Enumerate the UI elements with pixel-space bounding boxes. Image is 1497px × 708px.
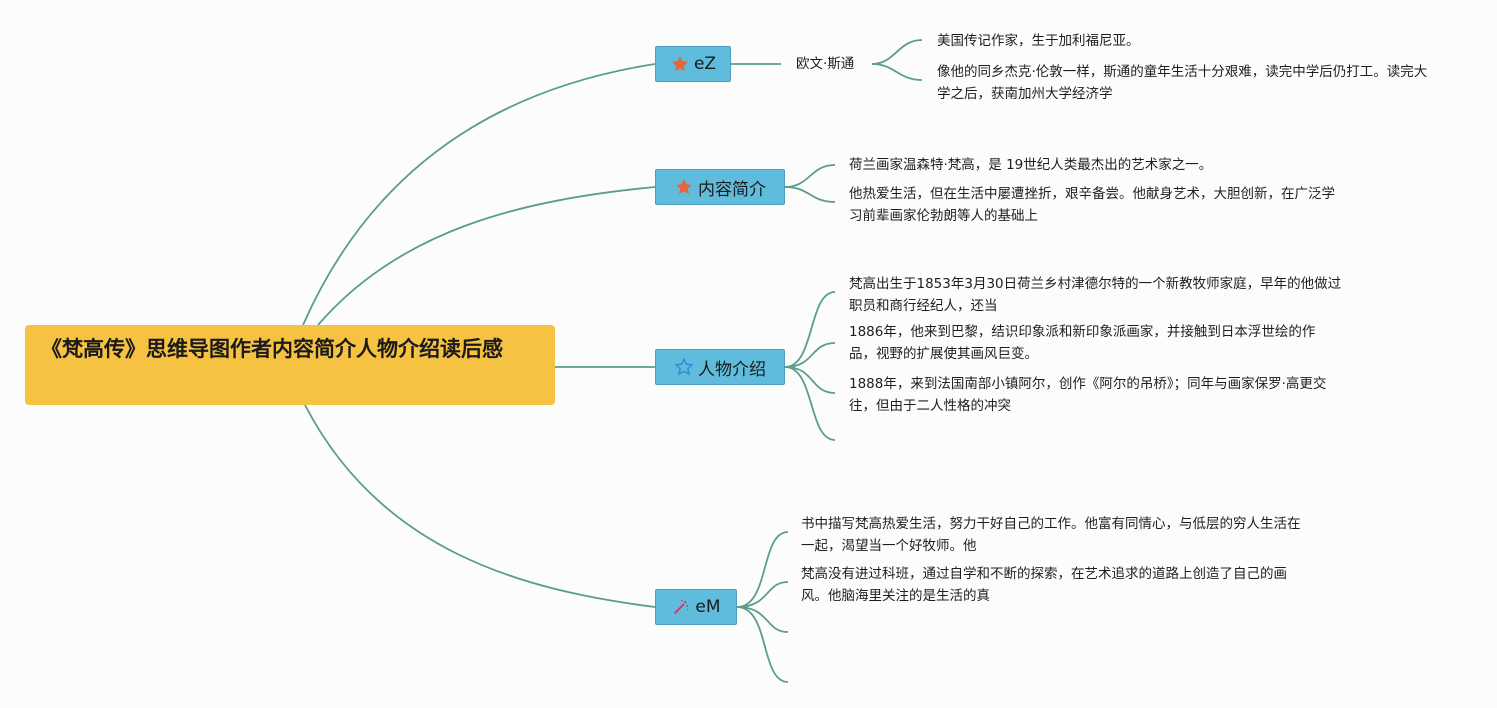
star-outline-icon bbox=[674, 357, 694, 377]
branch-label: 内容简介 bbox=[698, 179, 766, 200]
connector-author-leaf-1 bbox=[871, 39, 923, 65]
connector-characters-leaf-2 bbox=[784, 342, 836, 368]
connector-characters-leaf-1 bbox=[784, 291, 836, 368]
connector-root-review bbox=[304, 404, 656, 608]
author-leaf-2[interactable]: 像他的同乡杰克·伦敦一样，斯通的童年生活十分艰难，读完中学后仍打工。读完大学之后… bbox=[937, 64, 1428, 102]
connector-review-leaf-4 bbox=[736, 606, 789, 683]
author-leaf-1[interactable]: 美国传记作家，生于加利福尼亚。 bbox=[937, 33, 1140, 49]
connector-intro-leaf-2 bbox=[784, 186, 836, 203]
characters-leaf-1[interactable]: 梵高出生于1853年3月30日荷兰乡村津德尔特的一个新教牧师家庭，早年的他做过职… bbox=[849, 276, 1342, 314]
branch-label: eM bbox=[695, 597, 721, 617]
connector-review-leaf-1 bbox=[736, 531, 789, 608]
star-filled-icon bbox=[670, 54, 690, 74]
characters-leaf-3[interactable]: 1888年，来到法国南部小镇阿尔，创作《阿尔的吊桥》；同年与画家保罗·高更交往，… bbox=[849, 376, 1327, 414]
characters-leaf-2[interactable]: 1886年，他来到巴黎，结识印象派和新印象派画家，并接触到日本浮世绘的作品，视野… bbox=[849, 324, 1316, 362]
branch-review[interactable]: eM bbox=[655, 589, 737, 625]
connector-author-leaf-2 bbox=[871, 63, 923, 81]
branch-label: eZ bbox=[693, 54, 717, 74]
review-leaf-1[interactable]: 书中描写梵高热爱生活，努力干好自己的工作。他富有同情心，与低层的穷人生活在一起，… bbox=[801, 516, 1301, 554]
connector-root-ez bbox=[302, 63, 656, 326]
connector-review-leaf-2 bbox=[736, 581, 789, 608]
connector-characters-leaf-4 bbox=[784, 366, 836, 441]
review-leaf-2[interactable]: 梵高没有进过科班，通过自学和不断的探索，在艺术追求的道路上创造了自己的画风。他脑… bbox=[801, 566, 1287, 604]
summary-leaf-2[interactable]: 他热爱生活，但在生活中屡遭挫折，艰辛备尝。他献身艺术，大胆创新，在广泛学习前辈画… bbox=[849, 186, 1335, 224]
author-name[interactable]: 欧文·斯通 bbox=[796, 56, 855, 72]
summary-leaf-1[interactable]: 荷兰画家温森特·梵高，是 19世纪人类最杰出的艺术家之一。 bbox=[849, 157, 1213, 173]
magic-wand-icon bbox=[671, 597, 691, 617]
branch-author[interactable]: eZ bbox=[655, 46, 731, 82]
connector-review-leaf-3 bbox=[736, 606, 789, 633]
root-title: 《梵高传》思维导图作者内容简介人物介绍读后感 bbox=[41, 337, 503, 361]
connector-root-intro bbox=[317, 186, 656, 326]
root-topic[interactable]: 《梵高传》思维导图作者内容简介人物介绍读后感 bbox=[25, 325, 555, 405]
connector-intro-leaf-1 bbox=[784, 164, 836, 188]
branch-characters[interactable]: 人物介绍 bbox=[655, 349, 785, 385]
star-filled-icon bbox=[674, 177, 694, 197]
connector-characters-leaf-3 bbox=[784, 366, 836, 394]
branch-summary[interactable]: 内容简介 bbox=[655, 169, 785, 205]
branch-label: 人物介绍 bbox=[698, 359, 766, 380]
